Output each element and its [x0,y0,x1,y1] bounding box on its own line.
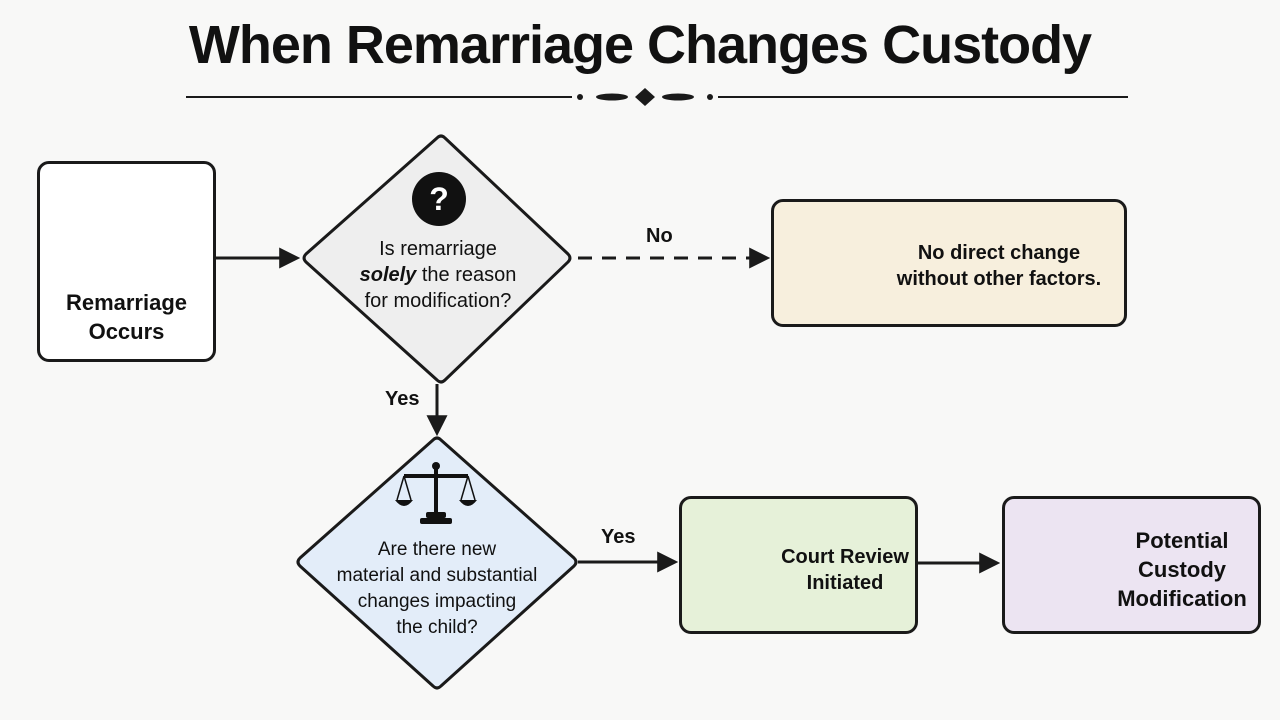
edge-label-yes-1: Yes [385,388,420,410]
title-divider [186,88,1128,106]
decision-remarriage-sole-reason-shape [302,134,572,384]
node-court-review-initiated [679,496,918,634]
decision-material-changes-shape [296,436,578,690]
node-no-direct-change-label: No direct change without other factors. [896,242,1102,290]
node-remarriage-occurs-label: Remarriage Occurs [65,290,188,344]
svg-text:?: ? [429,181,449,217]
decision-remarriage-sole-reason-label: Is remarriage solely the reason for modi… [359,238,517,312]
diagram-title: When Remarriage Changes Custody [188,15,1092,75]
node-potential-custody-modification-label: Potential Custody Modification [1117,528,1247,611]
node-no-direct-change [771,199,1127,327]
scales-of-justice-icon [395,462,477,524]
node-remarriage-occurs [37,161,216,362]
question-mark-icon: ? [412,172,466,226]
node-court-review-label: Court Review Initiated [781,546,909,594]
edge-label-no: No [646,225,673,247]
decision-material-changes-label: Are there new material and substantial c… [336,539,538,638]
edge-label-yes-2: Yes [601,526,636,548]
node-potential-custody-modification [1002,496,1261,634]
